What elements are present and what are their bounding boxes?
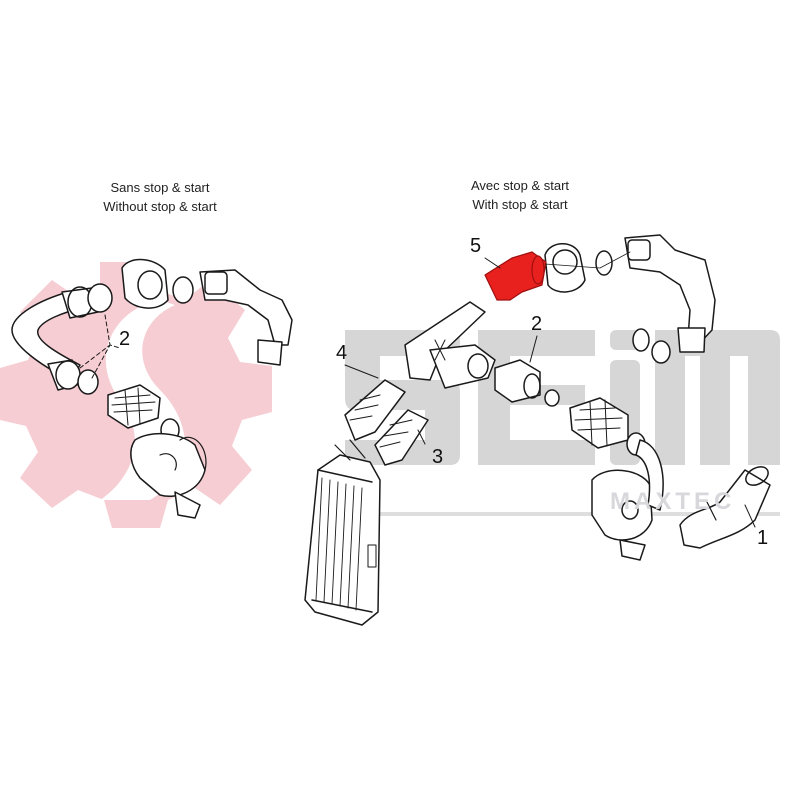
right-assembly xyxy=(304,234,771,626)
sub-brand-watermark: MAXTEC xyxy=(610,488,736,515)
left-callout-2: 2 xyxy=(119,328,131,350)
highlighted-hose-5 xyxy=(484,251,547,301)
left-caption: Sans stop & start Without stop & start xyxy=(60,178,260,216)
left-caption-en: Without stop & start xyxy=(103,199,217,214)
left-caption-fr: Sans stop & start xyxy=(110,180,210,195)
right-caption-en: With stop & start xyxy=(472,197,568,212)
callout-1: 1 xyxy=(757,527,769,549)
leader-lines xyxy=(344,251,756,528)
right-caption: Avec stop & start With stop & start xyxy=(430,176,610,214)
callout-3: 3 xyxy=(432,446,444,468)
left-assembly xyxy=(11,258,293,519)
callout-5: 5 xyxy=(470,235,482,257)
callout-4: 4 xyxy=(336,342,348,364)
watermark-underline xyxy=(340,512,780,516)
callout-2: 2 xyxy=(531,313,543,335)
right-caption-fr: Avec stop & start xyxy=(470,178,570,193)
